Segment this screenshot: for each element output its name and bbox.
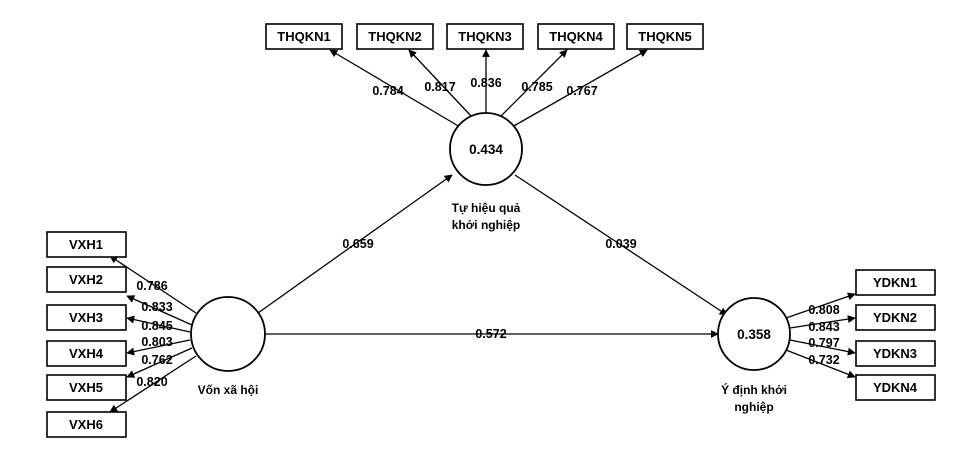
loading-arrow-vxh3	[126, 315, 191, 333]
loading-vxh1: 0.786	[136, 279, 167, 293]
path-coefficient-thqkn-ydkn: 0.039	[605, 237, 636, 251]
indicator-label: YDKN4	[873, 380, 918, 395]
indicator-label: VXH5	[69, 380, 103, 395]
indicator-label: VXH6	[69, 417, 103, 432]
indicator-label: VXH4	[69, 346, 104, 361]
loading-arrow-vxh1	[109, 255, 197, 314]
construct-intention: 0.358	[717, 297, 791, 371]
loading-arrow-thqkn1	[329, 49, 461, 128]
indicator-vxh4: VXH4	[46, 340, 127, 367]
indicator-label: THQKN3	[458, 29, 511, 44]
loading-ydkn4: 0.732	[808, 353, 839, 367]
loading-vxh5: 0.762	[141, 353, 172, 367]
loading-thqkn3: 0.836	[470, 76, 501, 90]
construct-label-social-capital: Vốn xã hội	[198, 383, 259, 397]
indicator-thqkn5: THQKN5	[626, 23, 704, 50]
r-squared-value: 0.434	[469, 142, 503, 157]
loading-arrow-vxh5	[126, 347, 193, 378]
indicator-ydkn1: YDKN1	[855, 269, 936, 296]
loading-vxh2: 0.833	[141, 300, 172, 314]
loading-ydkn3: 0.797	[808, 336, 839, 350]
indicator-vxh1: VXH1	[46, 231, 127, 258]
construct-label-intention-line1: Ý định khởi	[721, 382, 787, 397]
loading-thqkn2: 0.817	[424, 80, 455, 94]
indicator-label: VXH2	[69, 272, 103, 287]
indicator-vxh6: VXH6	[46, 411, 127, 438]
indicator-thqkn1: THQKN1	[265, 23, 343, 50]
indicator-label: THQKN5	[638, 29, 691, 44]
loading-vxh6: 0.820	[136, 375, 167, 389]
construct-social-capital	[190, 296, 266, 372]
loading-arrow-thqkn5	[511, 49, 648, 128]
loading-arrow-thqkn2	[408, 49, 473, 118]
loading-thqkn5: 0.767	[566, 84, 597, 98]
indicator-label: YDKN2	[873, 310, 917, 325]
indicator-label: THQKN4	[549, 29, 603, 44]
construct-label-self-efficacy-line1: Tự hiệu quả	[452, 201, 521, 215]
loading-arrow-ydkn3	[789, 339, 856, 356]
construct-label-self-efficacy-line2: khởi nghiệp	[452, 218, 521, 232]
path-arrow-thqkn-ydkn	[514, 174, 728, 316]
loading-arrow-thqkn4	[499, 49, 568, 118]
loading-arrow-vxh6	[109, 355, 197, 413]
construct-self-efficacy: 0.434	[449, 112, 523, 186]
indicator-vxh2: VXH2	[46, 266, 127, 293]
indicator-ydkn2: YDKN2	[855, 304, 936, 331]
path-coefficient-vxh-thqkn: 0.659	[342, 237, 373, 251]
indicator-label: YDKN3	[873, 346, 917, 361]
r-squared-value: 0.358	[737, 327, 771, 342]
indicator-label: THQKN1	[277, 29, 330, 44]
indicator-label: YDKN1	[873, 275, 917, 290]
construct-label-intention-line2: nghiệp	[734, 400, 773, 414]
loading-arrow-vxh4	[126, 339, 191, 356]
indicator-label: THQKN2	[368, 29, 421, 44]
loading-arrow-ydkn1	[785, 292, 856, 319]
loading-arrow-ydkn2	[789, 315, 856, 329]
loading-ydkn2: 0.843	[808, 320, 839, 334]
loading-ydkn1: 0.808	[808, 303, 839, 317]
loading-arrow-ydkn4	[785, 349, 856, 379]
loading-vxh3: 0.845	[141, 319, 172, 333]
loading-thqkn4: 0.785	[521, 80, 552, 94]
indicator-vxh5: VXH5	[46, 374, 127, 401]
path-coefficient-vxh-ydkn: 0.572	[475, 327, 506, 341]
loading-arrow-vxh2	[126, 295, 193, 326]
indicator-thqkn3: THQKN3	[446, 23, 524, 50]
loading-vxh4: 0.803	[141, 335, 172, 349]
indicator-thqkn4: THQKN4	[537, 23, 615, 50]
indicator-ydkn4: YDKN4	[855, 374, 936, 401]
path-arrow-vxh-thqkn	[257, 174, 453, 314]
indicator-thqkn2: THQKN2	[356, 23, 434, 50]
indicator-vxh3: VXH3	[46, 304, 127, 331]
indicator-label: VXH3	[69, 310, 103, 325]
indicator-label: VXH1	[69, 237, 103, 252]
indicator-ydkn3: YDKN3	[855, 340, 936, 367]
loading-thqkn1: 0.784	[372, 84, 403, 98]
